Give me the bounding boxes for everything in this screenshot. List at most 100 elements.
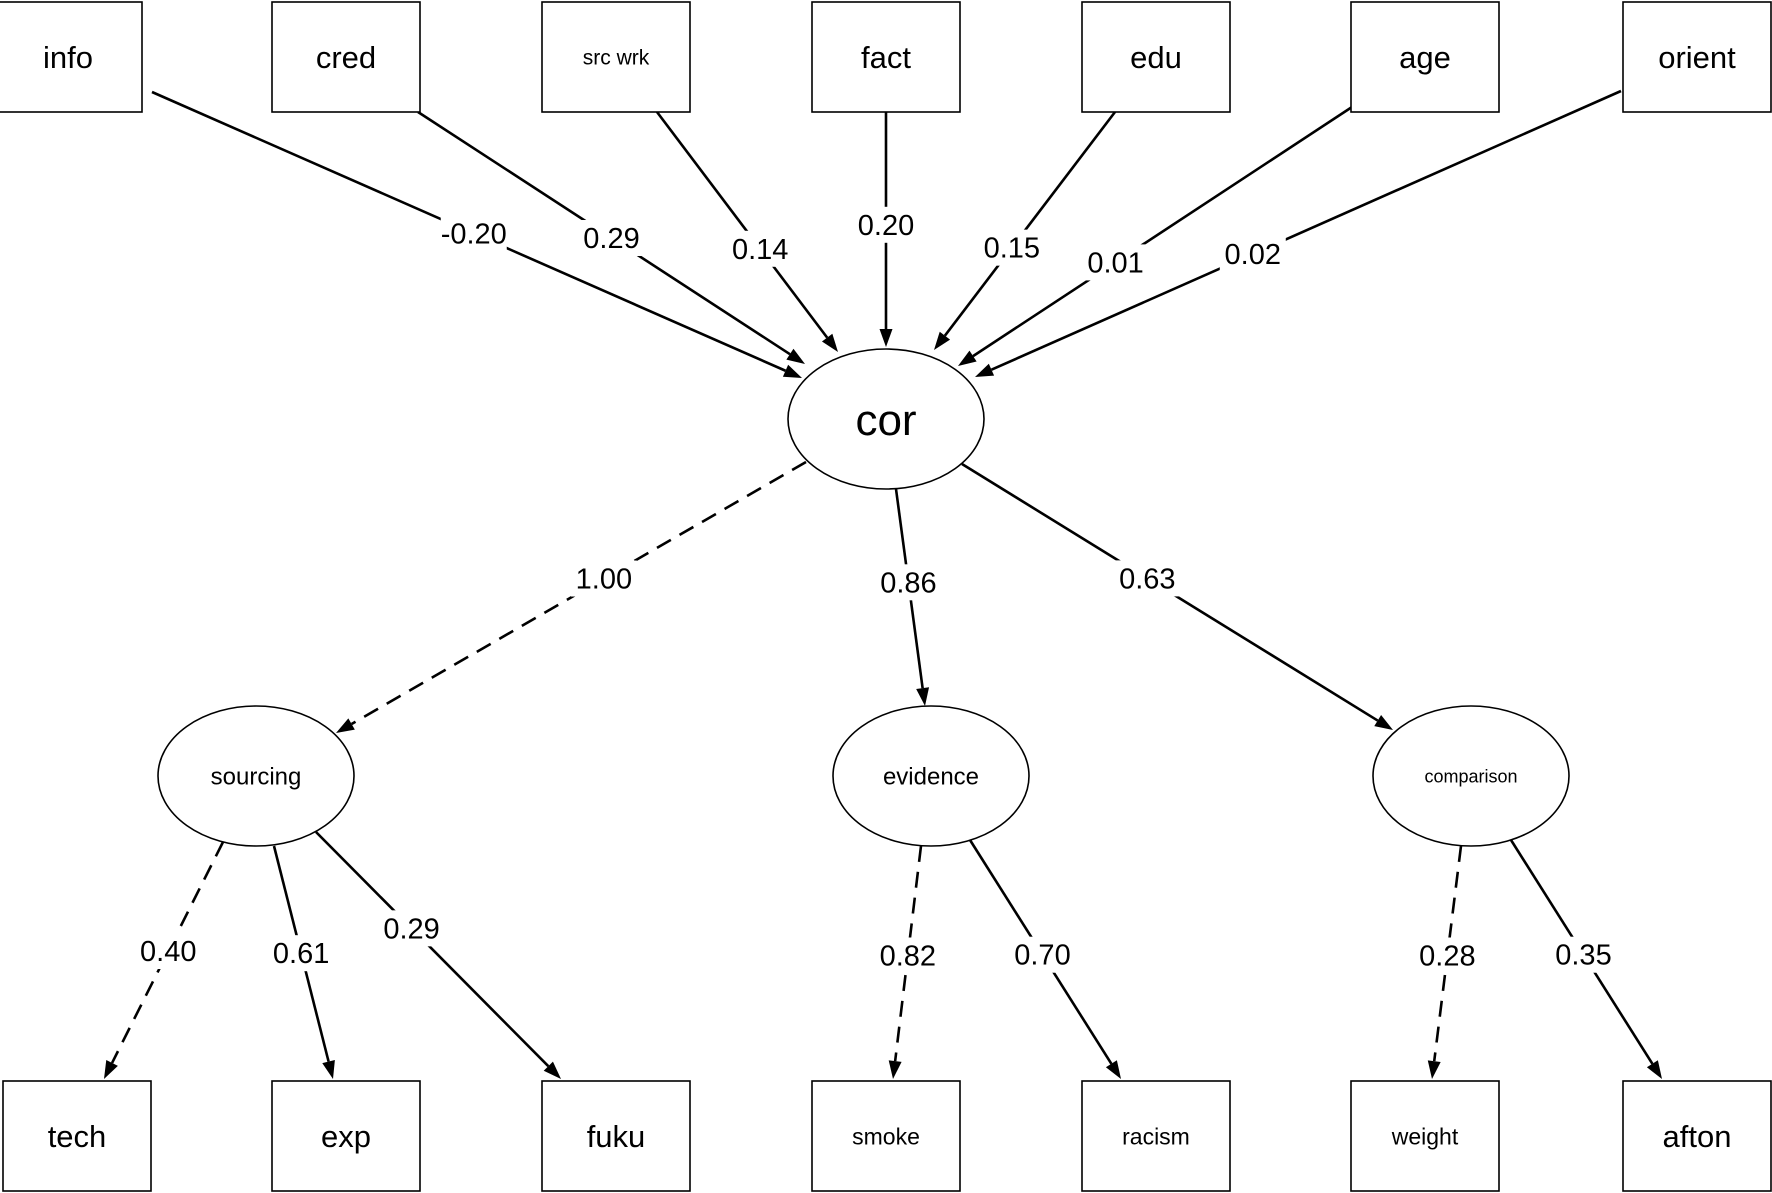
edge-cred-to-cor: 0.29	[417, 110, 805, 364]
arrowhead	[934, 331, 951, 350]
node-cred: cred	[271, 1, 421, 113]
arrowhead	[916, 687, 930, 706]
edge-label: 0.61	[273, 938, 329, 970]
edge-orient-to-cor: 0.02	[975, 89, 1622, 377]
node-afton: afton	[1622, 1080, 1772, 1192]
node-exp: exp	[271, 1080, 421, 1192]
node-label: racism	[1122, 1123, 1190, 1149]
node-comparison: comparison	[1372, 705, 1570, 847]
arrowhead	[975, 363, 995, 377]
node-box	[811, 1, 961, 113]
edge-fact-to-cor: 0.20	[853, 112, 919, 347]
arrowhead	[336, 718, 355, 733]
edge-line	[972, 105, 1353, 358]
edge-label-bg	[378, 910, 445, 947]
node-label: edu	[1130, 40, 1182, 75]
node-box	[1622, 1, 1772, 113]
edge-label-bg	[1219, 236, 1286, 273]
edge-line	[655, 111, 829, 339]
edge-cor-to-comparison: 0.63	[961, 462, 1393, 730]
arrowhead	[104, 1059, 118, 1079]
edge-info-to-cor: -0.20	[151, 90, 802, 378]
arrowhead	[958, 350, 977, 366]
edge-label-bg	[853, 206, 919, 243]
edge-label: 0.82	[880, 941, 936, 973]
edge-sourcing-to-exp: 0.61	[268, 845, 335, 1079]
edge-label-bg	[440, 215, 507, 252]
edge-label: 0.01	[1087, 247, 1143, 279]
edge-label-bg	[727, 230, 794, 267]
node-info: info	[0, 1, 143, 113]
node-box	[0, 1, 143, 113]
edge-label: 0.14	[732, 234, 788, 266]
node-box	[811, 1080, 961, 1192]
node-racism: racism	[1081, 1080, 1231, 1192]
node-label: fact	[861, 40, 911, 75]
node-label: fuku	[587, 1119, 646, 1154]
node-label: info	[43, 40, 93, 75]
node-tech: tech	[2, 1080, 152, 1192]
edge-age-to-cor: 0.01	[958, 105, 1353, 366]
node-smoke: smoke	[811, 1080, 961, 1192]
arrowhead	[786, 348, 805, 364]
node-label: src wrk	[583, 47, 650, 70]
edge-sourcing-to-fuku: 0.29	[315, 831, 561, 1079]
node-box	[541, 1, 691, 113]
node-fact: fact	[811, 1, 961, 113]
arrowhead	[543, 1061, 561, 1079]
node-box	[271, 1080, 421, 1192]
node-label: sourcing	[211, 764, 302, 791]
node-cor: cor	[787, 348, 985, 490]
edge-src_wrk-to-cor: 0.14	[655, 111, 838, 352]
edge-label: 0.28	[1419, 941, 1475, 973]
edge-label-bg	[978, 229, 1045, 266]
node-edu: edu	[1081, 1, 1231, 113]
arrowhead	[322, 1059, 335, 1079]
edge-label-bg	[1009, 936, 1076, 973]
node-label: tech	[48, 1119, 107, 1154]
edge-label-bg	[1082, 244, 1149, 281]
node-sourcing: sourcing	[157, 705, 355, 847]
edge-sourcing-to-tech: 0.40	[104, 841, 225, 1079]
edge-label-bg	[268, 935, 335, 972]
node-box	[2, 1080, 152, 1192]
node-label: comparison	[1424, 766, 1517, 786]
node-label: cred	[316, 40, 376, 75]
edge-line	[110, 841, 225, 1064]
edge-label-bg	[1414, 937, 1481, 974]
edge-label: 0.20	[858, 210, 914, 242]
node-oval	[157, 705, 355, 847]
edge-cor-to-sourcing: 1.00	[336, 460, 807, 733]
arrowhead	[821, 333, 838, 352]
edge-label: 0.29	[383, 913, 439, 945]
node-box	[1350, 1080, 1500, 1192]
edge-label: 0.02	[1225, 239, 1281, 271]
arrowhead	[1646, 1060, 1662, 1079]
node-oval	[1372, 705, 1570, 847]
edge-label-bg	[875, 564, 942, 601]
arrowhead	[1105, 1060, 1121, 1079]
arrowhead	[782, 364, 802, 378]
edge-edu-to-cor: 0.15	[934, 111, 1117, 350]
edge-cor-to-evidence: 0.86	[875, 488, 942, 706]
edge-evidence-to-smoke: 0.82	[874, 845, 941, 1079]
arrowhead	[1374, 715, 1393, 730]
edge-label: 0.70	[1014, 940, 1070, 972]
node-box	[1622, 1080, 1772, 1192]
node-weight: weight	[1350, 1080, 1500, 1192]
edge-label: -0.20	[441, 219, 507, 251]
node-orient: orient	[1622, 1, 1772, 113]
arrowhead	[888, 1060, 902, 1079]
edge-label-bg	[135, 933, 202, 970]
edge-evidence-to-racism: 0.70	[968, 839, 1121, 1079]
node-label: exp	[321, 1119, 371, 1154]
node-evidence: evidence	[832, 705, 1030, 847]
node-label: afton	[1663, 1119, 1732, 1154]
edge-label-bg	[570, 560, 637, 597]
node-label: orient	[1658, 40, 1736, 75]
edge-line	[315, 831, 550, 1068]
edge-comparison-to-weight: 0.28	[1414, 845, 1481, 1079]
edge-line	[990, 89, 1622, 371]
